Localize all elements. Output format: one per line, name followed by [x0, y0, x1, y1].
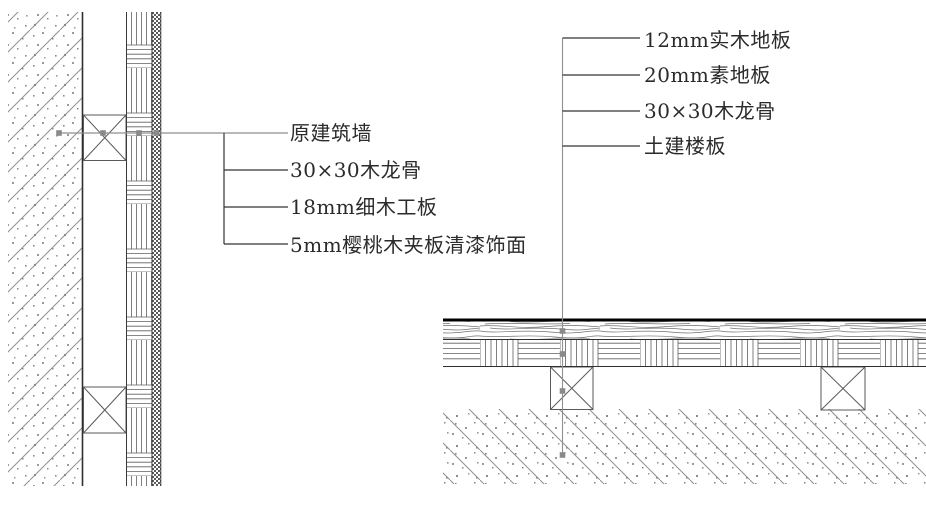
floor-section [443, 318, 926, 484]
label-blockboard: 18mm细木工板 [290, 195, 438, 219]
wall-leader-branches [223, 133, 288, 245]
floor-leader-branches [562, 37, 640, 147]
wood-keel-blocking-lower [83, 386, 127, 434]
floor-callout-leaders [559, 37, 640, 458]
wood-keel-blocking-upper [83, 114, 127, 161]
blockboard-column-hatch [126, 12, 152, 486]
original-wall-hatch [8, 12, 82, 486]
floor-keel-left [550, 366, 594, 410]
wood-floor-grain-hatch [443, 321, 926, 339]
label-wall-wood-keel: 30×30木龙骨 [290, 158, 422, 182]
structural-slab-hatch [443, 409, 926, 484]
label-original-building-wall: 原建筑墙 [290, 121, 372, 145]
floor-keel-right [820, 366, 866, 411]
label-rough-floorboard: 20mm素地板 [644, 63, 771, 87]
veneer-layer-hatch [152, 12, 161, 486]
rough-floorboard-hatch [443, 340, 926, 366]
label-cherry-veneer-finish: 5mm樱桃木夹板清漆饰面 [290, 233, 527, 257]
wall-leader-markers [56, 130, 159, 136]
label-floor-wood-keel: 30×30木龙骨 [644, 99, 776, 123]
floor-leader-markers [559, 328, 566, 458]
wall-section [8, 12, 162, 486]
label-structural-slab: 土建楼板 [644, 134, 726, 158]
wall-callout-leaders [56, 130, 288, 245]
label-solid-wood-floor: 12mm实木地板 [644, 28, 792, 52]
